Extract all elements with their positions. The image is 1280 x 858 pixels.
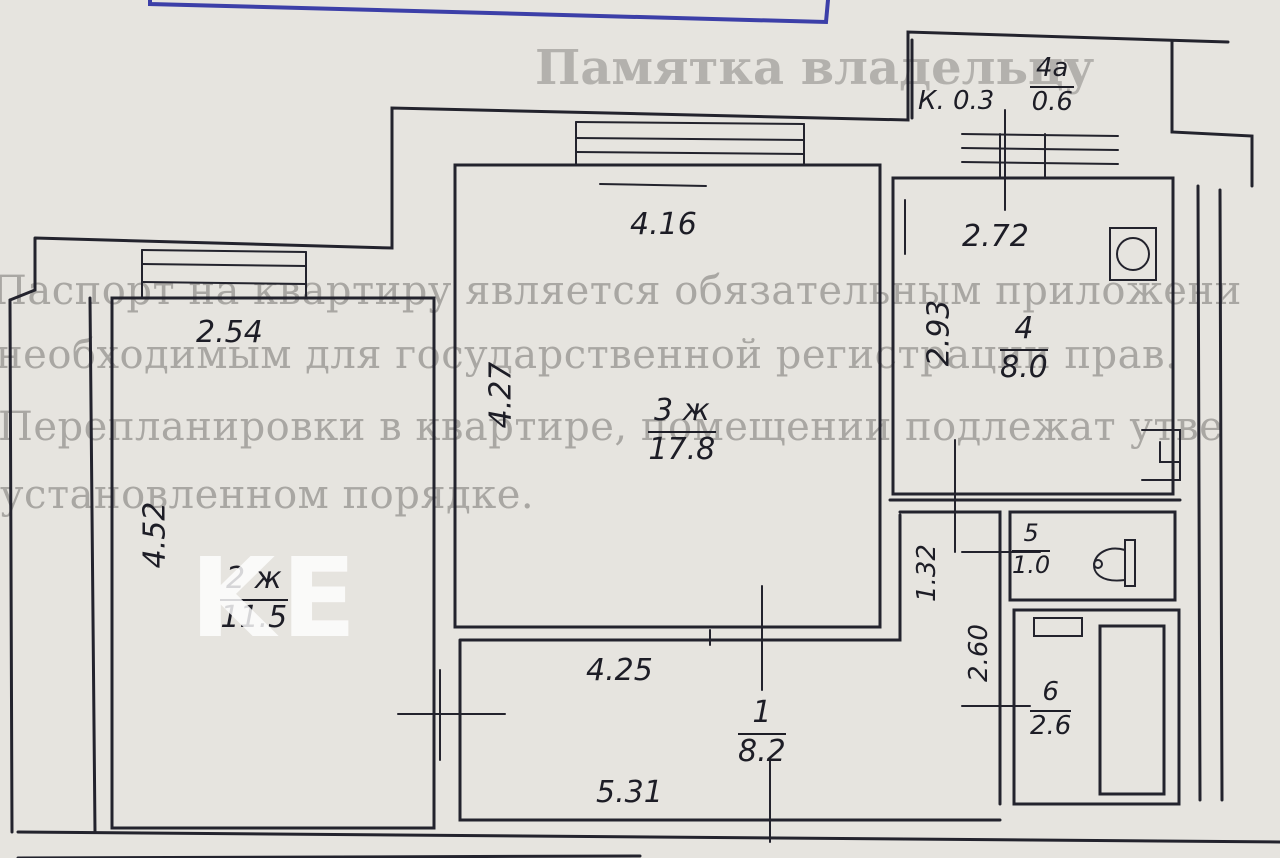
room-1-label: 1 8.2 [738,695,786,769]
room-4a-area: 0.6 [1031,86,1073,117]
memo-line-3: Перепланировки в квартире, помещении под… [0,404,1224,450]
room-6-label: 6 2.6 [1030,677,1072,742]
outer-wall-bottom [16,830,1280,858]
room-3-name: 3 ж [648,393,716,433]
toilet [1093,539,1136,587]
room-5-name: 5 [1012,519,1051,552]
dim-corridor-length: 1.32 [911,544,942,602]
room-5-outline [1008,510,1177,602]
dim-room3-width: 4.16 [630,207,697,242]
room-5-area: 1.0 [1012,550,1051,579]
window-room-3 [575,121,805,166]
washbasin [1033,617,1083,637]
room-2-label: 2 ж 11.5 [220,561,288,635]
dim-room2-length: 4.52 [137,501,173,569]
room-3-label: 3 ж 17.8 [648,393,716,467]
outer-wall-right [1196,184,1224,802]
dim-hall-width-upper: 4.25 [586,653,653,688]
room-4-label: 4 8.0 [1000,311,1048,385]
memo-title: Памятка владельцу [535,40,1095,96]
room-4-name: 4 [1000,311,1048,351]
room-6-name: 6 [1030,677,1072,712]
room-2-name: 2 ж [220,561,288,601]
memo-line-1: Паспорт на квартиру является обязательны… [0,268,1242,314]
dim-room2-width: 2.54 [196,315,263,350]
room-1-area: 8.2 [738,733,786,769]
room-5-label: 5 1.0 [1012,519,1051,579]
room-4-area: 8.0 [1000,349,1048,385]
stamp-border [148,0,830,25]
room-4a-outline [910,38,1174,134]
room-2-outline [110,296,436,830]
dim-bath-length: 2.60 [963,624,994,682]
dim-balcony-coef: К. 0.3 [918,86,995,116]
dim-kitchen-width: 2.72 [962,219,1029,254]
room-1-outline [458,513,1002,822]
window-room-2 [141,249,307,299]
site-watermark: KE [190,534,363,662]
stove [1109,227,1157,281]
room-4a-label: 4а 0.6 [1030,53,1075,118]
dim-hall-width-lower: 5.31 [596,775,663,810]
room-6-area: 2.6 [1030,710,1072,741]
dim-kitchen-length: 2.93 [921,299,957,367]
left-outer-wall [8,296,97,834]
room-4-outline [891,176,1175,496]
stove-burner [1116,237,1150,271]
room-1-name: 1 [738,695,786,735]
door-marks [397,109,1041,843]
dim-room3-length: 4.27 [483,361,519,429]
bathtub [1098,624,1166,796]
kitchen-sink [1141,429,1181,481]
memo-line-4: установленном порядке. [0,472,535,518]
window-kitchen [961,133,1119,179]
memo-line-2: необходимым для государственной регистра… [0,332,1179,378]
room-3-outline [453,163,882,629]
room-4a-name: 4а [1030,53,1075,88]
room-2-area: 11.5 [220,599,288,635]
room-3-area: 17.8 [648,431,716,467]
